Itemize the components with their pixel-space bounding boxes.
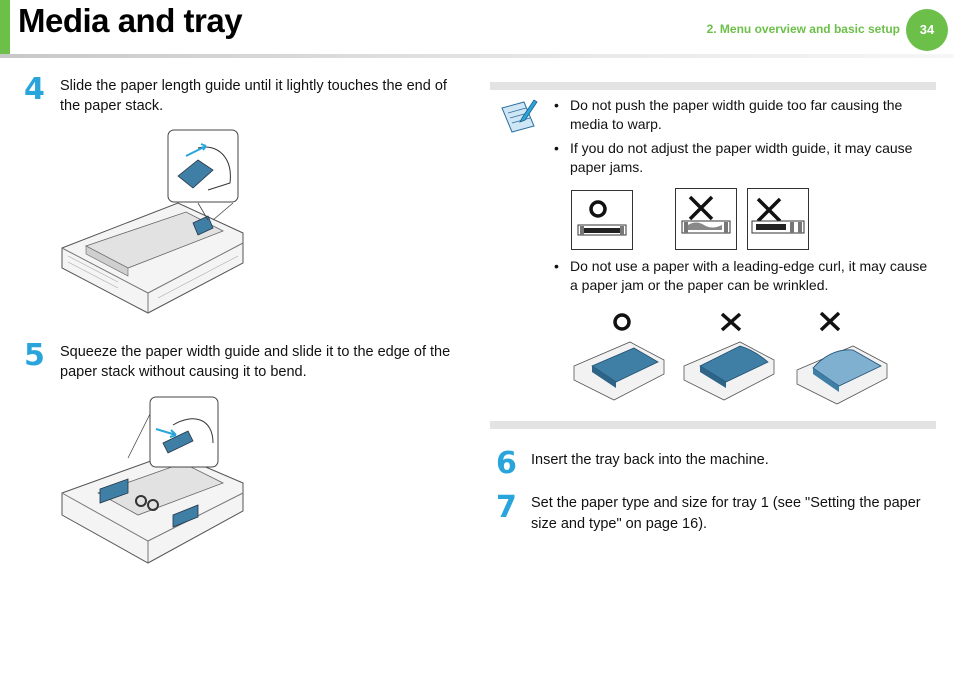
note-pencil-icon (501, 99, 538, 133)
section-title: 2. Menu overview and basic setup (706, 22, 900, 36)
note-bullet-3: • Do not use a paper with a leading-edge… (554, 257, 934, 295)
bullet-dot: • (554, 258, 559, 274)
bullet-dot: • (554, 97, 559, 113)
header-accent-bar (0, 0, 10, 58)
step-5-text: Squeeze the paper width guide and slide … (60, 344, 451, 380)
page-title: Media and tray (18, 2, 243, 39)
curled-paper-tray-illustration-1 (683, 312, 775, 401)
note-bullet-1-text: Do not push the paper width guide too fa… (570, 97, 903, 132)
page-number-badge: 34 (906, 9, 948, 51)
step-5-number: 5 (24, 338, 45, 373)
note-bullet-3-text: Do not use a paper with a leading-edge c… (570, 258, 928, 293)
step-6-number: 6 (496, 446, 517, 481)
step-7-text: Set the paper type and size for tray 1 (… (531, 495, 921, 532)
tray-width-guide-illustration (61, 396, 244, 564)
curled-paper-tray-illustration-2 (796, 311, 888, 405)
step-6-text: Insert the tray back into the machine. (531, 452, 769, 468)
flat-paper-tray-illustration (573, 313, 665, 401)
step-4-text: Slide the paper length guide until it li… (60, 78, 447, 114)
bullet-dot: • (554, 140, 559, 156)
note-bullet-1: • Do not push the paper width guide too … (554, 96, 930, 134)
step-7-number: 7 (496, 490, 517, 525)
incorrect-guide-thumbnail-1 (675, 188, 737, 250)
incorrect-mark-icon (751, 197, 805, 234)
note-bullet-2-text: If you do not adjust the paper width gui… (570, 140, 913, 175)
incorrect-guide-thumbnail-2 (747, 188, 809, 250)
header-divider (0, 54, 954, 58)
tray-length-guide-illustration (61, 129, 244, 314)
correct-mark-icon (577, 200, 627, 236)
incorrect-mark-icon (681, 195, 731, 234)
correct-guide-thumbnail (571, 190, 633, 250)
step-4-number: 4 (24, 72, 45, 107)
note-bullet-2: • If you do not adjust the paper width g… (554, 139, 930, 177)
